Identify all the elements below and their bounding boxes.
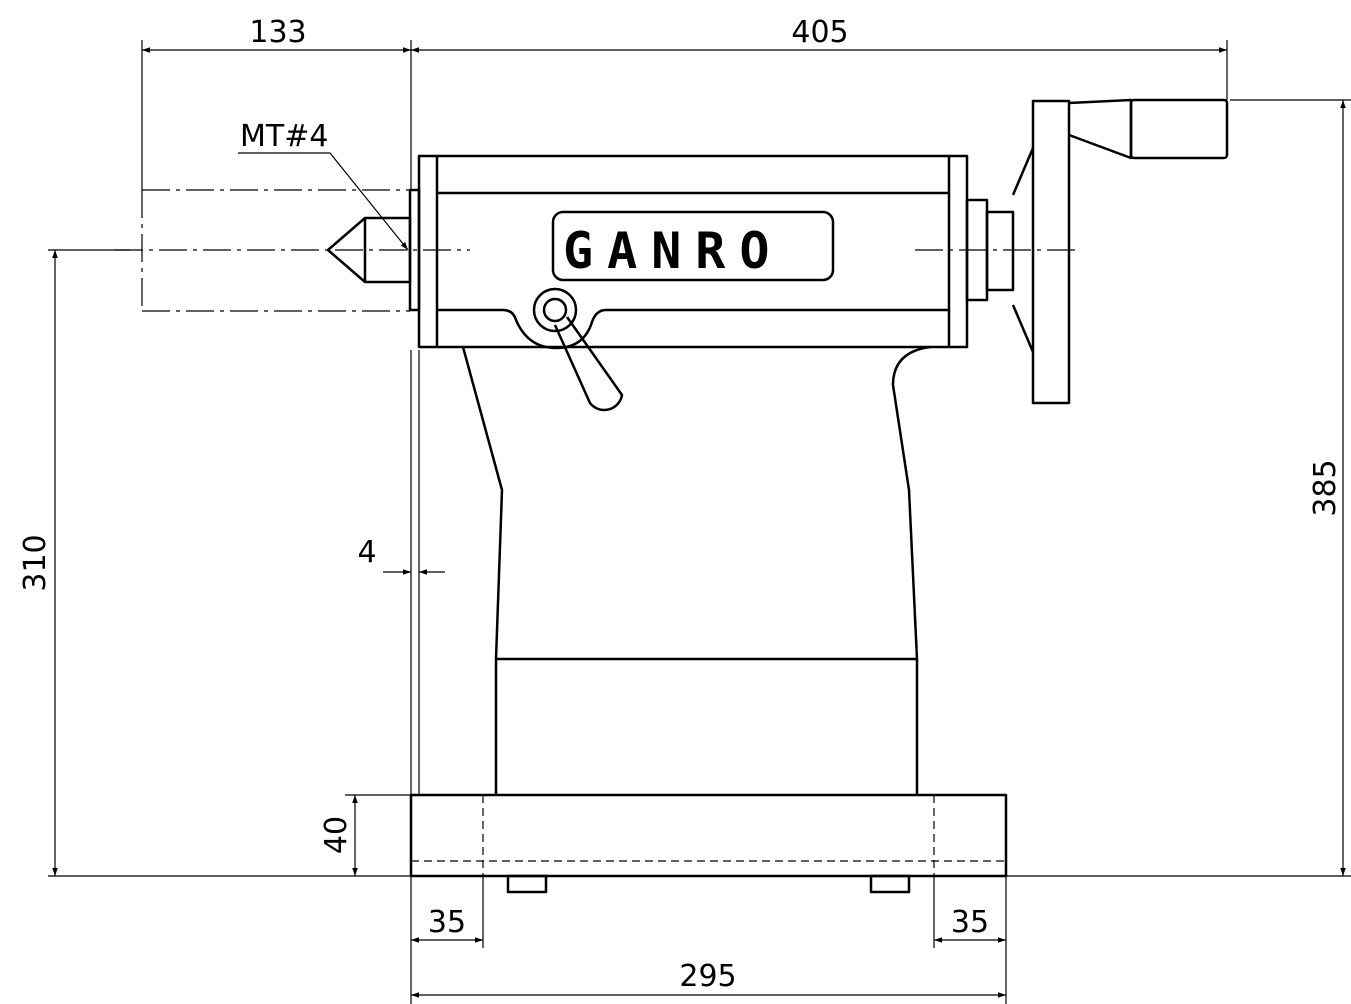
dim-overall-length: 405 — [791, 15, 848, 50]
handwheel-grip — [1129, 98, 1229, 160]
dim-base-height: 40 — [319, 816, 354, 854]
dim-center-height: 310 — [18, 534, 53, 591]
logo-plate — [551, 210, 835, 282]
clamp-lever — [532, 287, 624, 412]
dim-spindle-extension: 133 — [249, 15, 306, 50]
head-bottom-line — [437, 308, 949, 350]
handwheel-crank-arm — [1068, 98, 1133, 160]
dim-base-width: 295 — [679, 959, 736, 994]
dim-slot-right: 35 — [951, 905, 989, 940]
extended-quill-phantom — [141, 189, 410, 312]
dimension-labels: 133 405 MT#4 310 385 4 40 35 35 295 — [18, 15, 1343, 994]
handwheel-web — [1011, 147, 1035, 353]
dim-slot-left: 35 — [428, 905, 466, 940]
foot-right — [869, 874, 911, 894]
column — [461, 345, 931, 795]
rear-hub-2 — [985, 210, 1015, 292]
live-center — [326, 216, 412, 284]
mt4-leader — [238, 152, 409, 251]
dim-overall-height: 385 — [1308, 459, 1343, 516]
brand-logo: GANRO — [563, 222, 784, 280]
foot-left — [506, 874, 548, 894]
handwheel-rim — [1031, 99, 1071, 405]
base-plate — [409, 793, 1008, 878]
tailstock-body: GANRO — [115, 98, 1229, 894]
dim-body-offset: 4 — [357, 535, 376, 570]
dimension-lines — [48, 40, 1351, 1004]
label-taper: MT#4 — [240, 119, 328, 154]
